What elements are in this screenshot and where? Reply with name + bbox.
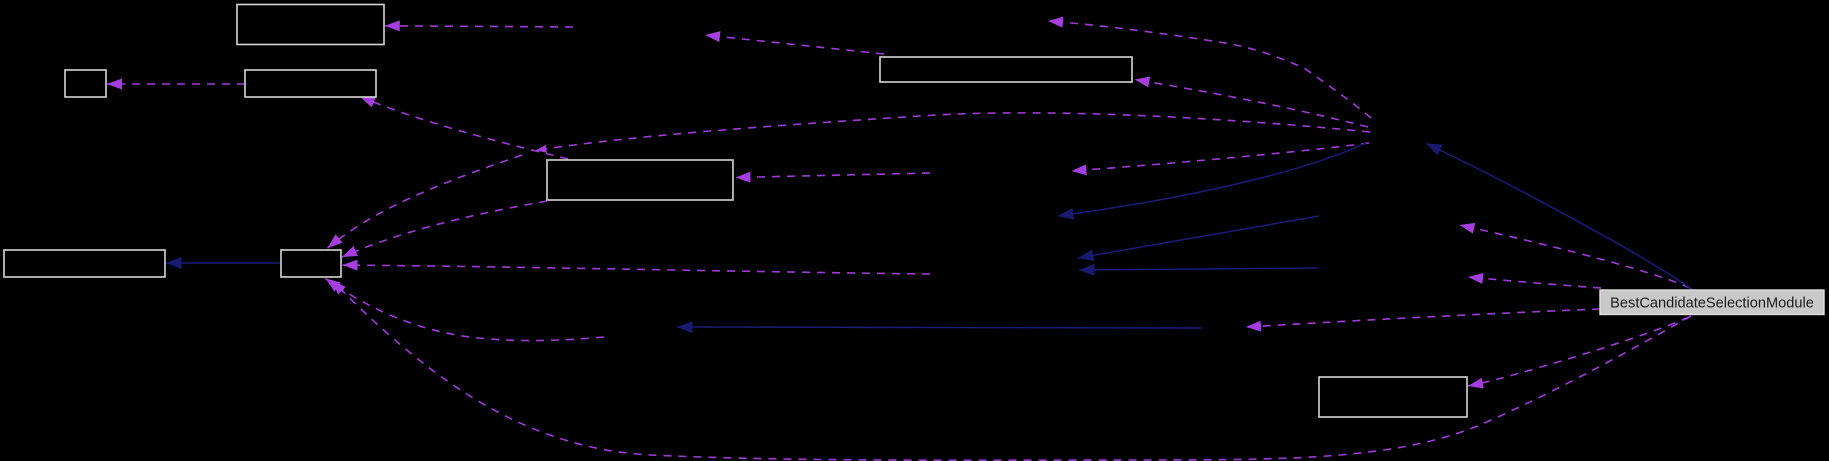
svg-text:BestCandidateSelectionModule: BestCandidateSelectionModule xyxy=(1610,296,1814,312)
